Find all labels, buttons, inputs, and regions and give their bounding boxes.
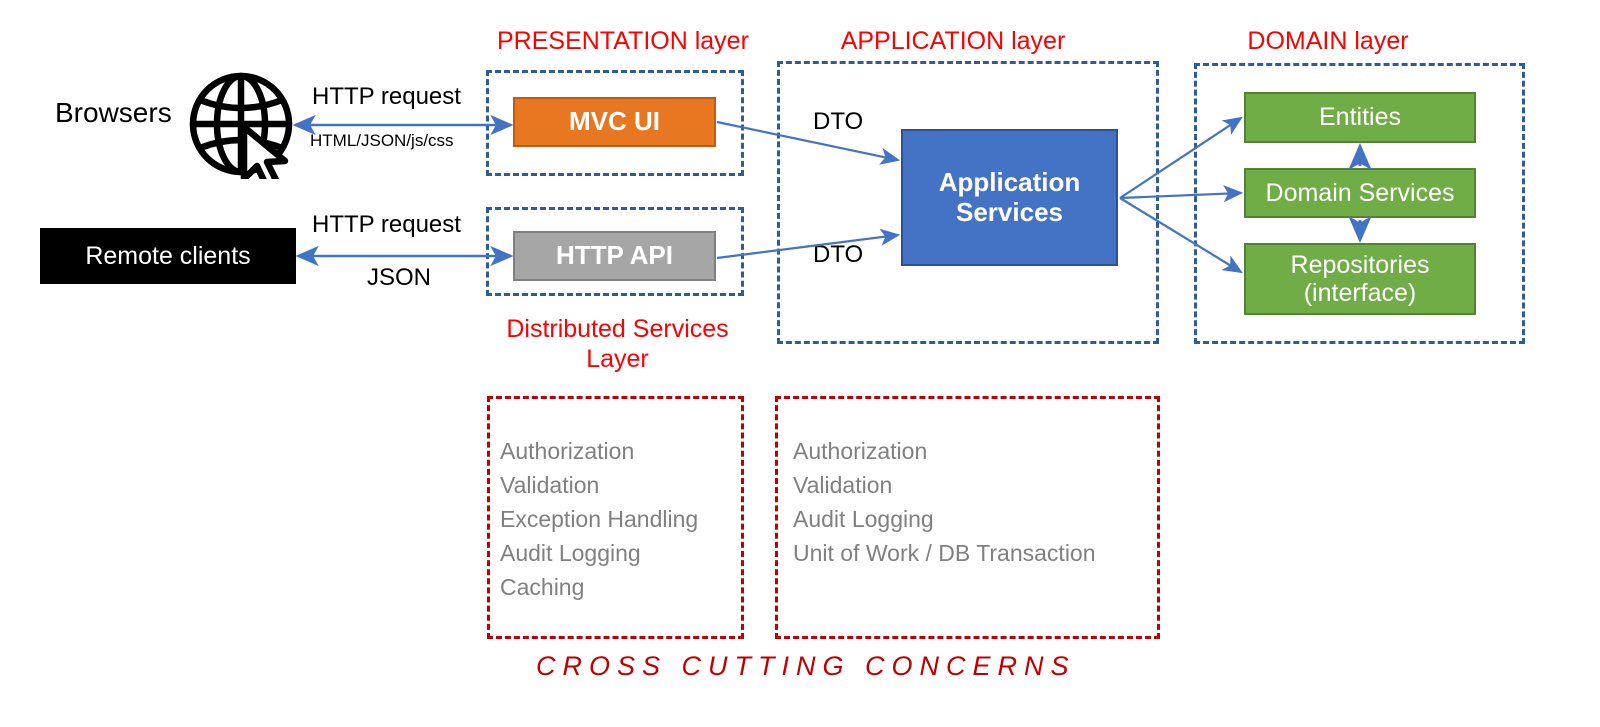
application-services-box: Application Services bbox=[901, 129, 1118, 266]
list-item: Audit Logging bbox=[500, 540, 641, 567]
list-item: Authorization bbox=[500, 438, 635, 464]
application-layer-caption: APPLICATION layer bbox=[840, 27, 1066, 55]
list-item: Unit of Work / DB Transaction bbox=[793, 540, 1096, 567]
distributed-services-caption-line2: Layer bbox=[586, 344, 649, 373]
presentation-concerns-list: Authorization Validation Exception Handl… bbox=[500, 434, 698, 604]
cross-cutting-concerns-footer: CROSS CUTTING CONCERNS bbox=[536, 651, 1076, 681]
list-item: Audit Logging bbox=[793, 506, 934, 533]
entities-box: Entities bbox=[1244, 92, 1476, 143]
presentation-layer-caption: PRESENTATION layer bbox=[497, 27, 749, 55]
application-services-line2: Services bbox=[956, 196, 1063, 227]
browser-response-label: HTML/JSON/js/css bbox=[310, 131, 454, 150]
repositories-line2: (interface) bbox=[1303, 279, 1417, 307]
list-item: Validation bbox=[500, 472, 600, 499]
domain-layer-caption: DOMAIN layer bbox=[1247, 27, 1409, 55]
domain-services-box: Domain Services bbox=[1244, 168, 1476, 218]
application-cross-cutting-container bbox=[775, 396, 1160, 639]
repositories-box: Repositories (interface) bbox=[1244, 243, 1476, 315]
repositories-line1: Repositories bbox=[1290, 250, 1430, 279]
remote-clients-box: Remote clients bbox=[40, 228, 296, 284]
dto-top-label: DTO bbox=[813, 108, 864, 135]
application-services-line1: Application bbox=[938, 166, 1081, 197]
distributed-services-layer-caption: Distributed Services Layer bbox=[495, 315, 740, 374]
http-api-box: HTTP API bbox=[513, 231, 716, 281]
browser-request-label: HTTP request bbox=[312, 83, 461, 110]
list-item: Validation bbox=[793, 472, 893, 499]
remote-response-label: JSON bbox=[367, 264, 432, 291]
globe-icon bbox=[186, 69, 296, 189]
list-item: Authorization bbox=[793, 438, 928, 464]
presentation-cross-cutting-container bbox=[487, 396, 744, 639]
remote-request-label: HTTP request bbox=[312, 211, 461, 238]
list-item: Exception Handling bbox=[500, 506, 699, 533]
application-concerns-list: Authorization Validation Audit Logging U… bbox=[793, 434, 1096, 570]
browsers-label: Browsers bbox=[55, 97, 172, 128]
list-item: Caching bbox=[500, 574, 585, 601]
dto-bottom-label: DTO bbox=[813, 241, 864, 268]
distributed-services-caption-line1: Distributed Services bbox=[506, 315, 729, 343]
mvc-ui-box: MVC UI bbox=[513, 97, 716, 147]
